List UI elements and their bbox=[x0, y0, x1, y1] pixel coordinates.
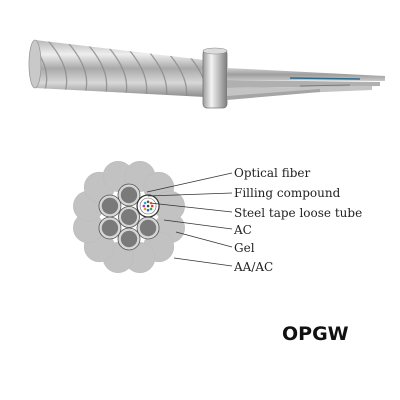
inner-wire-core bbox=[101, 197, 119, 215]
product-code: OPGW bbox=[282, 323, 349, 345]
exposed-strands bbox=[227, 68, 385, 100]
cable-photo bbox=[28, 39, 385, 109]
label-optical-fiber: Optical fiber bbox=[234, 166, 311, 180]
center-wire-core bbox=[121, 209, 137, 225]
optical-fiber bbox=[143, 207, 147, 211]
optical-fiber bbox=[146, 208, 150, 212]
optical-fiber bbox=[150, 204, 154, 208]
loose-tube bbox=[136, 194, 160, 218]
leader-filling-compound bbox=[147, 192, 233, 197]
inner-wire-core bbox=[101, 219, 119, 237]
inner-wire-core bbox=[120, 230, 138, 248]
leader-aa-ac bbox=[173, 257, 233, 267]
leader-optical-fiber bbox=[146, 172, 233, 193]
label-filling-compound: Filling compound bbox=[234, 186, 341, 200]
cable-clamp bbox=[202, 47, 228, 109]
optical-fiber bbox=[146, 204, 150, 208]
label-aa-ac: AA/AC bbox=[234, 260, 274, 274]
inner-wire-core bbox=[120, 186, 138, 204]
optical-fiber bbox=[146, 200, 150, 204]
leader-lines bbox=[146, 172, 233, 267]
leader-ac bbox=[163, 219, 233, 230]
label-gel: Gel bbox=[234, 241, 255, 255]
inner-wire-core bbox=[139, 219, 157, 237]
leader-steel-tube bbox=[149, 202, 233, 213]
label-steel-tape-loose-tube: Steel tape loose tube bbox=[234, 206, 363, 220]
inner-wire-layer bbox=[98, 183, 160, 251]
optical-fiber bbox=[142, 204, 146, 208]
outer-wire-layer bbox=[73, 161, 185, 273]
optical-fiber bbox=[149, 207, 153, 211]
leader-gel bbox=[175, 231, 233, 248]
optical-fiber bbox=[143, 201, 147, 205]
label-ac: AC bbox=[234, 223, 252, 237]
